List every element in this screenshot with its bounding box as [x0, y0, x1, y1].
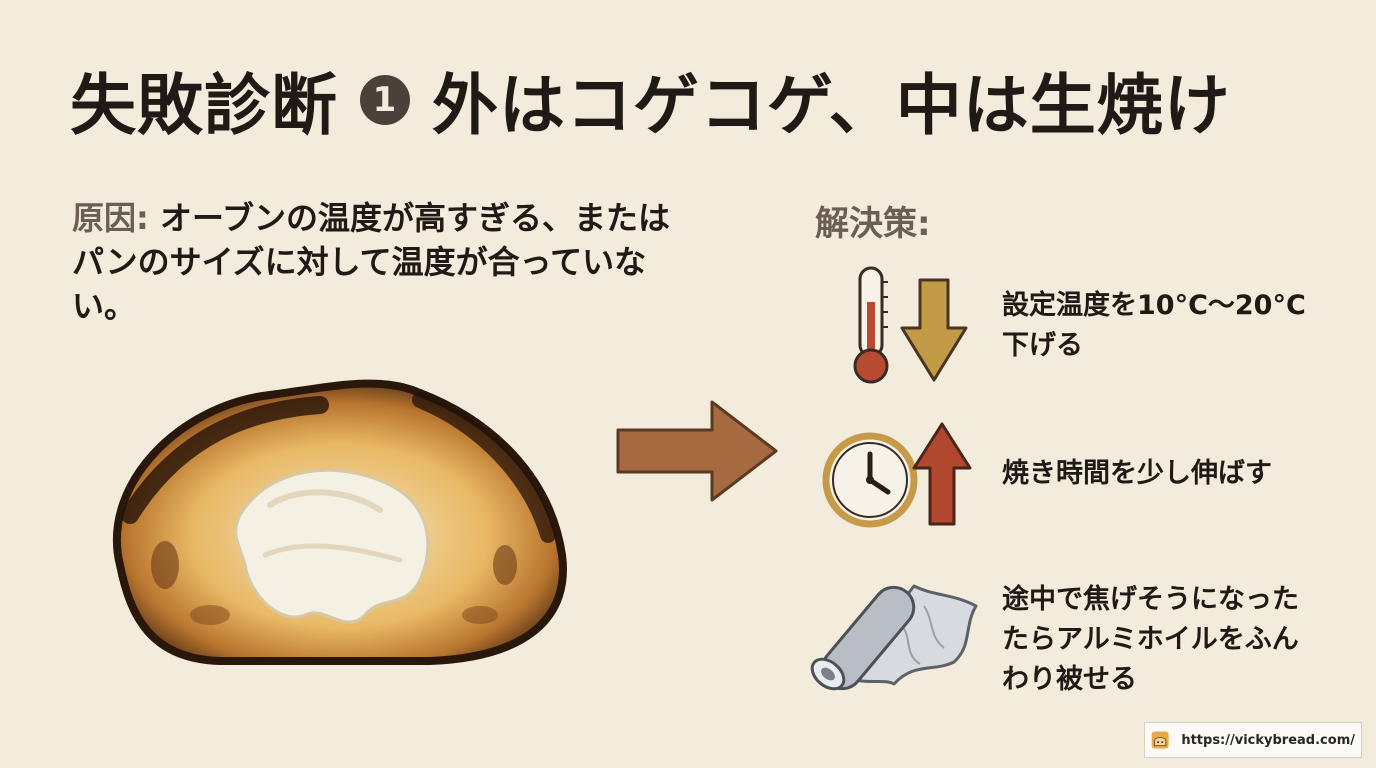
cause-label: 原因:	[72, 199, 149, 237]
site-url[interactable]: https://vickybread.com/	[1181, 732, 1355, 748]
cause-section: 原因: オーブンの温度が高すぎる、またはパンのサイズに対して温度が合っていない。	[72, 196, 672, 328]
burnt-bread-illustration	[112, 379, 567, 665]
bread-logo-icon	[1151, 731, 1169, 749]
page-title: 失敗診断 1 外はコゲコゲ、中は生焼け	[70, 52, 1231, 148]
solution-item-2-text: 焼き時間を少し伸ばす	[1002, 458, 1272, 489]
solution-item-3-text: 途中で焦げそうになった たらアルミホイルをふん わり被せる	[1002, 584, 1299, 695]
solution-label: 解決策:	[815, 204, 931, 244]
solution-item-1-text: 設定温度を10°C〜20°C 下げる	[1002, 290, 1306, 361]
right-arrow-icon	[616, 400, 778, 502]
aluminum-foil-icon	[810, 584, 978, 691]
title-text: 外はコゲコゲ、中は生焼け	[432, 67, 1231, 144]
title-prefix: 失敗診断	[70, 67, 338, 144]
site-credit[interactable]: https://vickybread.com/	[1144, 722, 1362, 758]
thermometer-down-icon	[853, 266, 968, 384]
cause-text: オーブンの温度が高すぎる、またはパンのサイズに対して温度が合っていない。	[72, 199, 671, 325]
clock-up-icon	[822, 422, 972, 528]
title-number-badge: 1	[360, 75, 410, 125]
